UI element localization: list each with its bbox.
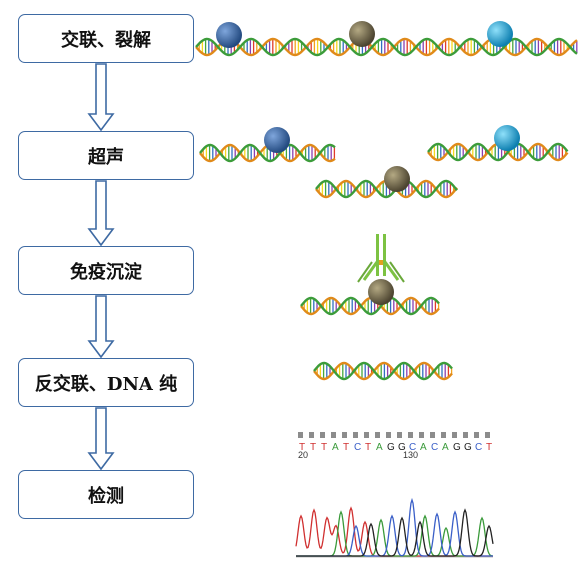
sequence-tick — [375, 432, 380, 438]
sequence-base: A — [420, 442, 427, 453]
sequence-tick — [309, 432, 314, 438]
step-immunoprecipitation: 免疫沉淀 — [18, 246, 194, 295]
step-detection: 检测 — [18, 470, 194, 519]
sequence-base: C — [354, 442, 361, 453]
dna-helix — [199, 143, 336, 163]
sequence-tick — [364, 432, 369, 438]
dna-helix — [300, 296, 440, 316]
sequence-base: G — [387, 442, 395, 453]
sequence-base: A — [376, 442, 383, 453]
protein-cyan-icon — [494, 125, 520, 151]
sequence-tick — [408, 432, 413, 438]
sequence-base: G — [464, 442, 472, 453]
sequence-tick — [463, 432, 468, 438]
sequence-tick — [419, 432, 424, 438]
sequence-position-label: 20 — [298, 450, 308, 460]
step-crosslink-lysis: 交联、裂解 — [18, 14, 194, 63]
sequence-position-label: 130 — [403, 450, 418, 460]
sequence-base: C — [431, 442, 438, 453]
sequence-tick — [485, 432, 490, 438]
sequence-tick — [452, 432, 457, 438]
sequence-tick — [386, 432, 391, 438]
sequence-base: C — [475, 442, 482, 453]
chromatogram-trace — [295, 497, 494, 558]
sequence-tick — [353, 432, 358, 438]
flow-arrows — [87, 63, 115, 471]
sequence-base: A — [332, 442, 339, 453]
sequence-base: T — [310, 442, 316, 453]
sequence-base: T — [299, 442, 305, 453]
protein-olive-icon — [349, 21, 375, 47]
protein-blue-icon — [264, 127, 290, 153]
protein-cyan-icon — [487, 21, 513, 47]
sequence-tick — [298, 432, 303, 438]
sequence-tick — [320, 432, 325, 438]
sequence-tick — [430, 432, 435, 438]
protein-blue-icon — [216, 22, 242, 48]
dna-helix — [313, 361, 453, 381]
sequence-tick — [441, 432, 446, 438]
flow-arrow — [87, 295, 115, 359]
dna-strands — [195, 37, 578, 381]
sequence-tick — [474, 432, 479, 438]
step-reverse-crosslink-purify: 反交联、DNA 纯 — [18, 358, 194, 407]
step-sonication: 超声 — [18, 131, 194, 180]
sequence-base: G — [398, 442, 406, 453]
flow-arrow — [87, 63, 115, 132]
dna-helix — [195, 37, 578, 57]
sequence-base: T — [321, 442, 327, 453]
chromatogram-trace-line — [296, 497, 493, 557]
flow-arrow — [87, 180, 115, 247]
chromatogram-trace-line — [296, 508, 494, 557]
sequence-base: A — [442, 442, 449, 453]
protein-olive-icon — [384, 166, 410, 192]
sequence-base: T — [486, 442, 492, 453]
sequence-base: T — [343, 442, 349, 453]
sequence-ticks — [298, 432, 490, 438]
sequence-tick — [331, 432, 336, 438]
protein-olive-icon — [368, 279, 394, 305]
sequence-base: T — [365, 442, 371, 453]
sequence-tick — [342, 432, 347, 438]
flow-arrow — [87, 407, 115, 471]
sequence-base: C — [409, 442, 416, 453]
proteins — [216, 21, 520, 305]
sequence-base: G — [453, 442, 461, 453]
antibody-icon — [357, 234, 405, 283]
sequence-tick — [397, 432, 402, 438]
